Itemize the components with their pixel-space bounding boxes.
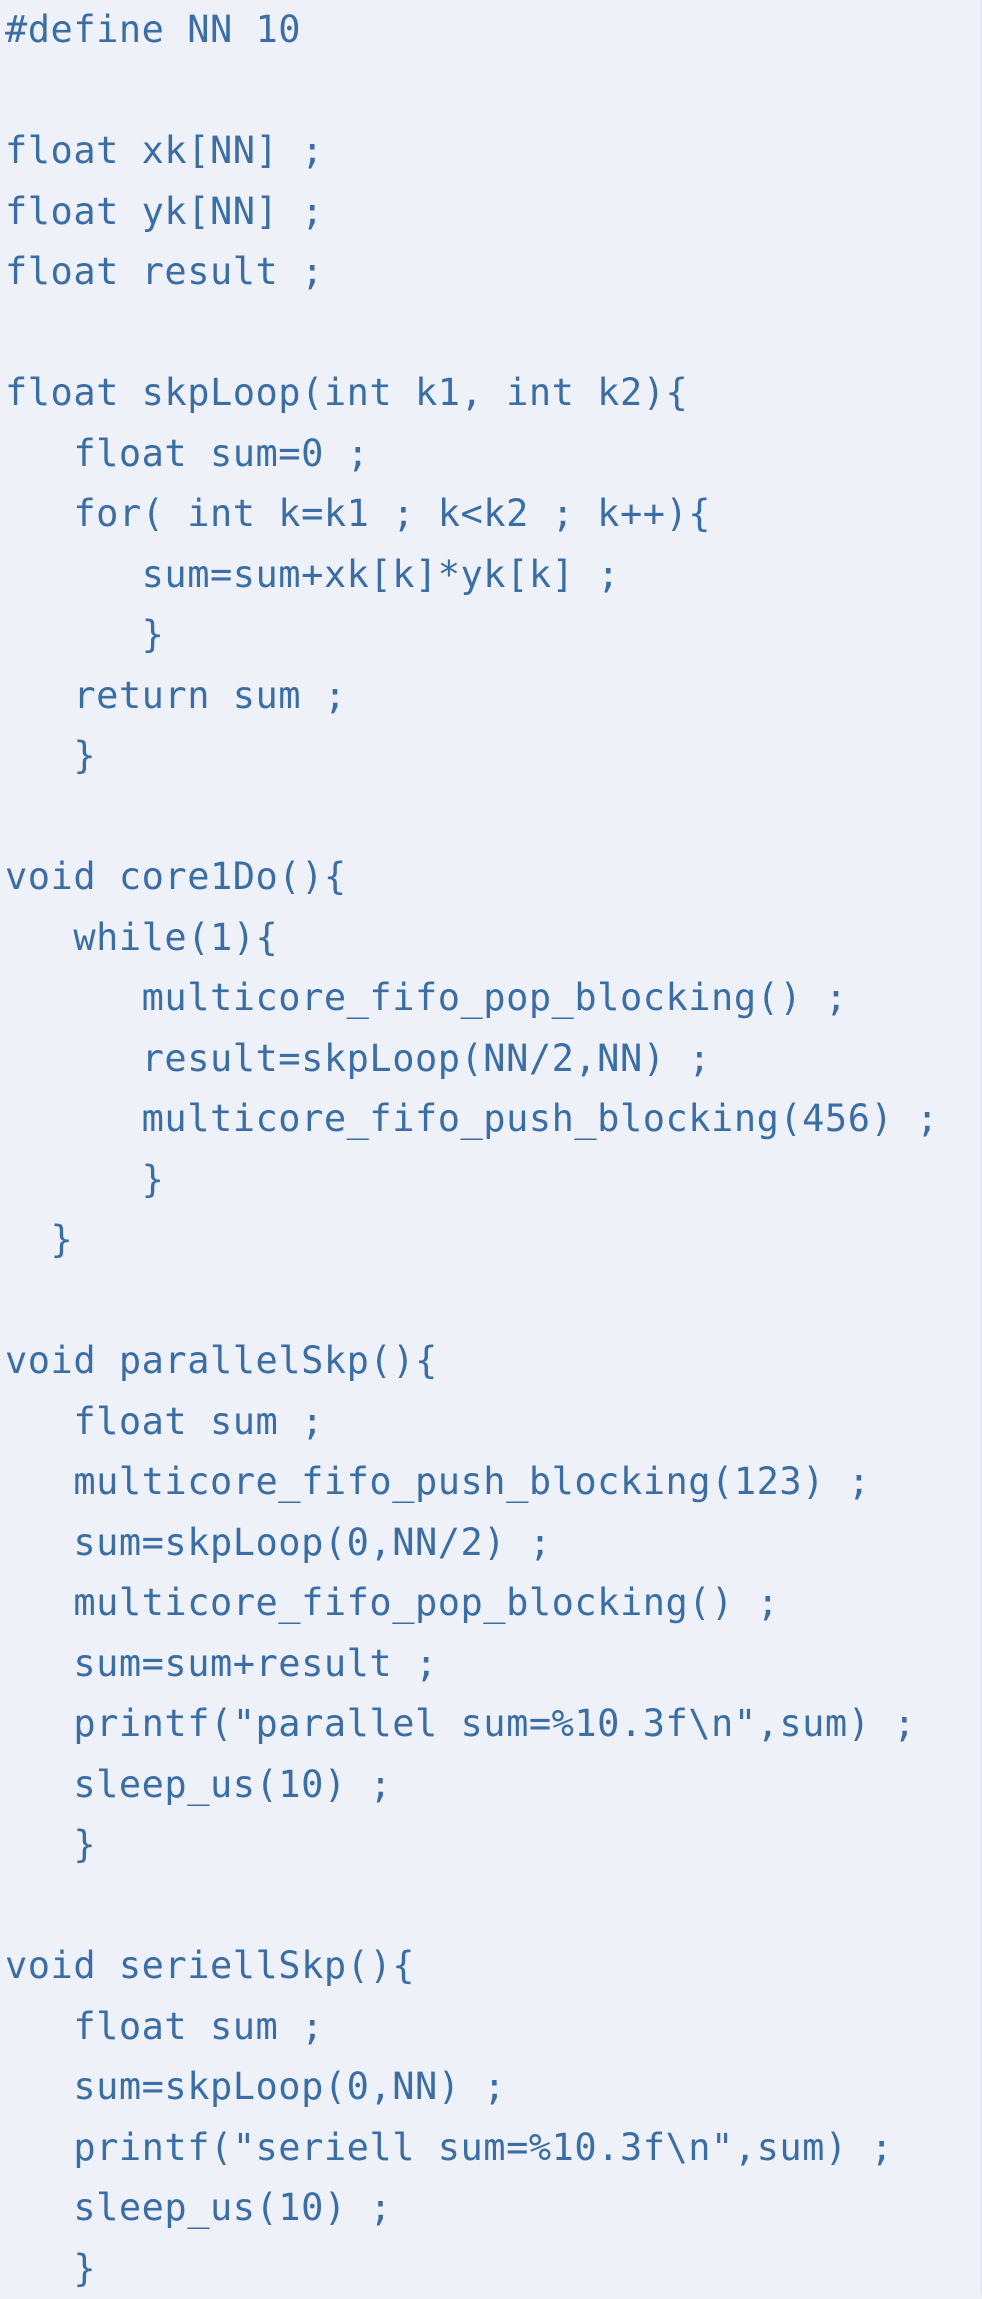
code-block: #define NN 10 float xk[NN] ;float yk[NN] … [5, 0, 981, 2299]
code-line-15: void core1Do(){ [5, 847, 981, 908]
code-line-7: float skpLoop(int k1, int k2){ [5, 363, 981, 424]
code-line-33: void seriellSkp(){ [5, 1936, 981, 1997]
code-line-23: void parallelSkp(){ [5, 1331, 981, 1392]
code-line-18: result=skpLoop(NN/2,NN) ; [5, 1029, 981, 1090]
code-line-28: sum=sum+result ; [5, 1634, 981, 1695]
code-line-20: } [5, 1150, 981, 1211]
code-line-14 [5, 787, 981, 848]
code-line-5: float result ; [5, 242, 981, 303]
code-line-16: while(1){ [5, 908, 981, 969]
code-line-27: multicore_fifo_pop_blocking() ; [5, 1573, 981, 1634]
code-line-10: sum=sum+xk[k]*yk[k] ; [5, 545, 981, 606]
code-line-38: } [5, 2239, 981, 2299]
code-line-8: float sum=0 ; [5, 424, 981, 485]
code-line-34: float sum ; [5, 1997, 981, 2058]
code-line-24: float sum ; [5, 1392, 981, 1453]
code-line-37: sleep_us(10) ; [5, 2178, 981, 2239]
code-line-19: multicore_fifo_push_blocking(456) ; [5, 1089, 981, 1150]
code-line-6 [5, 303, 981, 364]
code-line-21: } [5, 1210, 981, 1271]
code-line-1: #define NN 10 [5, 0, 981, 61]
code-line-36: printf("seriell sum=%10.3f\n",sum) ; [5, 2118, 981, 2179]
code-line-2 [5, 61, 981, 122]
code-line-26: sum=skpLoop(0,NN/2) ; [5, 1513, 981, 1574]
code-line-12: return sum ; [5, 666, 981, 727]
code-line-31: } [5, 1815, 981, 1876]
code-line-35: sum=skpLoop(0,NN) ; [5, 2057, 981, 2118]
code-line-11: } [5, 605, 981, 666]
code-line-29: printf("parallel sum=%10.3f\n",sum) ; [5, 1694, 981, 1755]
code-line-17: multicore_fifo_pop_blocking() ; [5, 968, 981, 1029]
code-line-3: float xk[NN] ; [5, 121, 981, 182]
code-line-22 [5, 1271, 981, 1332]
code-line-30: sleep_us(10) ; [5, 1755, 981, 1816]
code-line-13: } [5, 726, 981, 787]
code-line-9: for( int k=k1 ; k<k2 ; k++){ [5, 484, 981, 545]
code-line-4: float yk[NN] ; [5, 182, 981, 243]
code-line-32 [5, 1876, 981, 1937]
code-line-25: multicore_fifo_push_blocking(123) ; [5, 1452, 981, 1513]
